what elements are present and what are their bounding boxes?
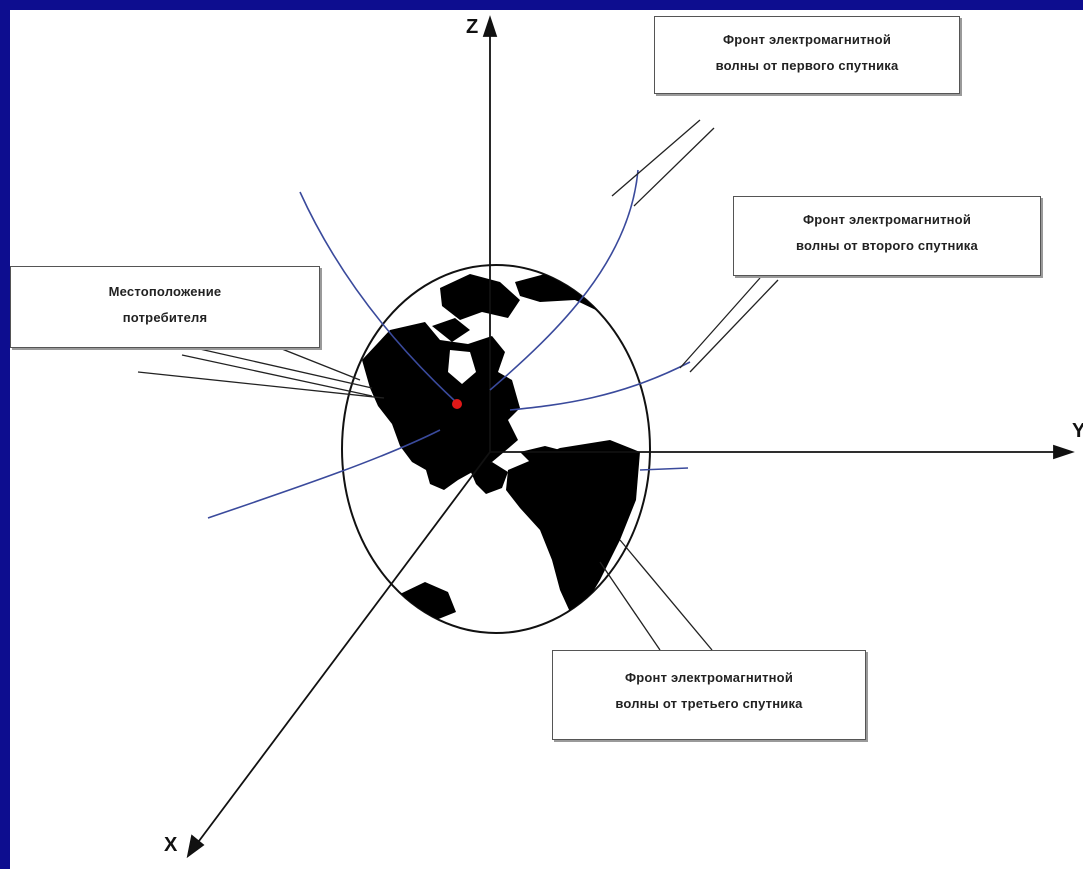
callout-second-satellite: Фронт электромагнитной волны от второго … xyxy=(733,196,1041,276)
callout-user-location: Местоположение потребителя xyxy=(10,266,320,348)
callout-third-line2: волны от третьего спутника xyxy=(615,696,803,711)
y-axis-arrow xyxy=(1053,444,1075,460)
caribbean xyxy=(520,446,568,462)
wavefront-right-tick xyxy=(639,467,689,471)
leader-lines xyxy=(137,119,779,651)
callout-second-line2: волны от второго спутника xyxy=(796,238,978,253)
south-america xyxy=(506,440,640,612)
callout-first-line1: Фронт электромагнитной xyxy=(722,32,892,47)
wavefront-second-satellite xyxy=(299,191,457,403)
z-axis-label: Z xyxy=(466,16,479,38)
wavefront-first-satellite xyxy=(489,169,639,391)
central-america xyxy=(470,462,508,494)
x-axis-label: X xyxy=(164,834,178,856)
callout-third-line1: Фронт электромагнитной xyxy=(624,670,794,685)
y-axis-label: Y xyxy=(1072,420,1083,442)
callout-first-satellite: Фронт электромагнитной волны от первого … xyxy=(654,16,960,94)
wavefront-third-satellite xyxy=(207,429,441,519)
wavefronts xyxy=(207,169,691,519)
callout-third-satellite: Фронт электромагнитной волны от третьего… xyxy=(552,650,866,740)
user-location-marker xyxy=(452,399,462,409)
callout-second-line1: Фронт электромагнитной xyxy=(802,212,972,227)
callout-first-line2: волны от первого спутника xyxy=(715,58,899,73)
z-axis-arrow xyxy=(482,15,498,37)
canadian-archipelago xyxy=(432,318,470,342)
coordinate-axes xyxy=(186,15,1075,859)
callout-user-line1: Местоположение xyxy=(108,284,222,299)
wavefront-lower xyxy=(509,361,691,411)
callout-user-line2: потребителя xyxy=(122,310,208,325)
x-axis xyxy=(195,451,491,846)
greenland xyxy=(440,274,520,320)
x-axis-arrow xyxy=(186,834,205,859)
hudson-bay xyxy=(448,350,476,384)
